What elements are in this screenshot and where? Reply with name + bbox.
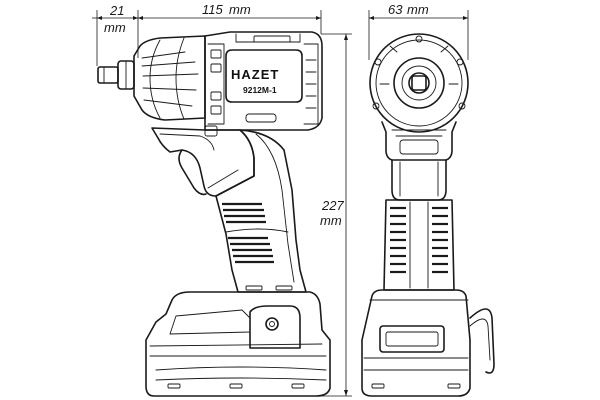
belt-clip (249, 305, 301, 349)
width-unit: mm (407, 2, 429, 17)
brand-plate: HAZET 9212M-1 (225, 49, 303, 103)
body-length-value: 115 (202, 2, 223, 17)
trigger-housing (151, 113, 277, 197)
front-body (381, 121, 457, 201)
tool-side-view: HAZET 9212M-1 (97, 31, 331, 397)
height-unit: mm (320, 213, 342, 228)
dimension-anvil-length: 21 mm (92, 3, 139, 66)
dimension-height: 227 mm (318, 33, 352, 397)
front-head (369, 33, 469, 133)
battery-pack (145, 285, 331, 397)
height-value: 227 (321, 198, 344, 213)
brand-logo-text: HAZET (231, 67, 279, 82)
hammer-case (133, 35, 206, 121)
width-value: 63 (388, 2, 403, 17)
dimension-width: 63 mm (368, 2, 469, 60)
wire-clip (469, 308, 495, 374)
motor-housing (204, 31, 323, 131)
tool-front-view (361, 33, 495, 397)
anvil-length-value: 21 (109, 3, 124, 18)
model-number: 9212M-1 (243, 85, 277, 95)
grip-ribs (222, 202, 274, 264)
body-length-unit: mm (229, 2, 251, 17)
dimension-body-length: 115 mm (138, 2, 322, 34)
front-battery (361, 289, 471, 397)
anvil (97, 60, 135, 90)
anvil-length-unit: mm (104, 20, 126, 35)
front-handle (383, 199, 455, 291)
